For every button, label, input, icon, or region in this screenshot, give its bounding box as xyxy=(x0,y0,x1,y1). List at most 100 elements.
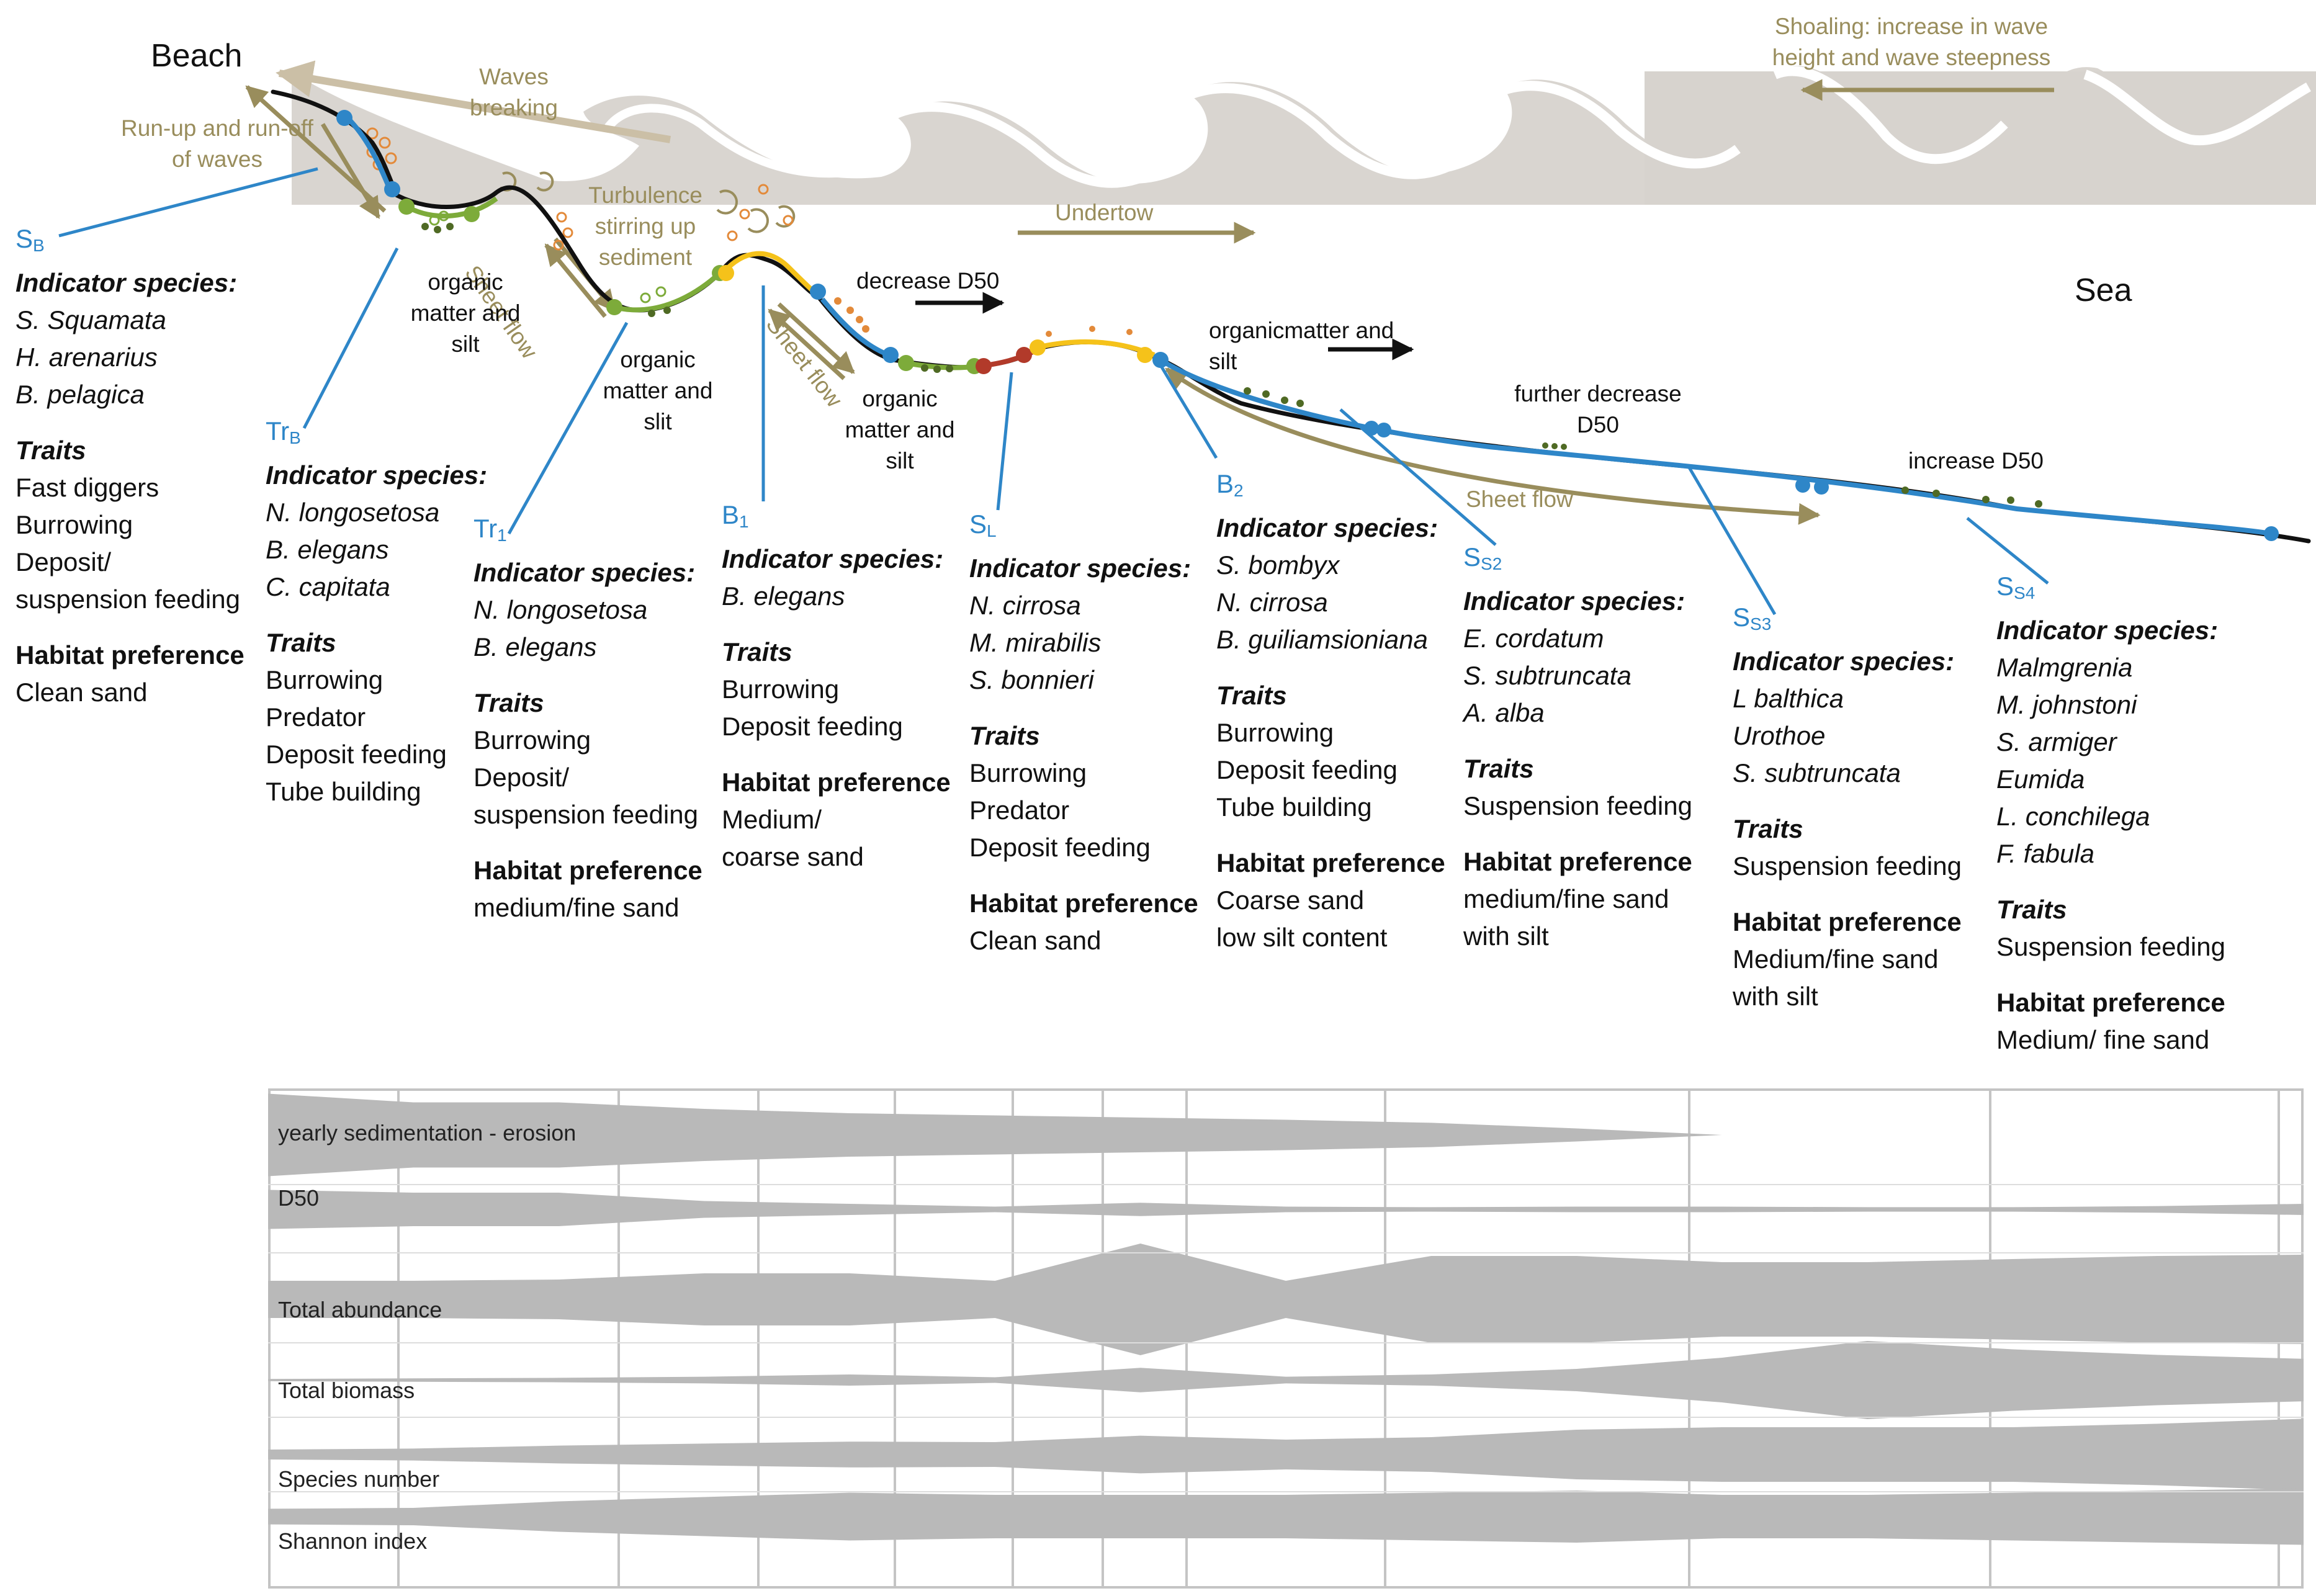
row-label-biomass: Total biomass xyxy=(278,1378,415,1403)
breaker-curl xyxy=(604,104,864,178)
runup-arrow xyxy=(276,60,671,143)
species-item: N. cirrosa xyxy=(1216,588,1328,617)
species-item: E. cordatum xyxy=(1463,624,1604,653)
species-item: L. conchilega xyxy=(1996,802,2150,831)
shoaling-label: Shoaling: increase in wave height and wa… xyxy=(1772,14,2051,70)
segment-yellow-1 xyxy=(720,251,821,299)
indicator-title: Indicator species: xyxy=(16,268,238,297)
segment-blue-3 xyxy=(1159,357,2272,536)
habitat-item: medium/fine sand xyxy=(474,893,680,922)
increase-d50-label: increase D50 xyxy=(1908,448,2044,473)
species-item: B. elegans xyxy=(722,581,845,611)
trait-item: Deposit feeding xyxy=(266,740,447,769)
trait-item: Deposit feeding xyxy=(722,712,903,741)
sea-label: Sea xyxy=(2075,272,2132,308)
zone-trb: TrB Indicator species: N. longosetosa B.… xyxy=(266,413,487,810)
row-label-species-number: Species number xyxy=(278,1466,440,1492)
wave-crests xyxy=(885,66,2311,188)
green-particles xyxy=(429,210,667,303)
species-item: A. alba xyxy=(1463,698,1545,727)
species-item: B. pelagica xyxy=(16,380,145,409)
species-item: H. arenarius xyxy=(16,343,158,372)
traits-title: Traits xyxy=(969,721,1040,750)
trait-item: Burrowing xyxy=(969,758,1087,787)
traits-title: Traits xyxy=(1216,681,1287,710)
zone-code: SS4 xyxy=(1996,572,2035,603)
zone-ss3: SS3 Indicator species: L balthica Urotho… xyxy=(1733,599,1962,1015)
zone-b1: B1 Indicator species: B. elegans Traits … xyxy=(722,496,951,876)
trait-item: Suspension feeding xyxy=(1996,932,2225,961)
beach-label: Beach xyxy=(151,38,243,74)
trait-item: Tube building xyxy=(1216,792,1372,822)
trait-item: Suspension feeding xyxy=(1463,791,1692,820)
trait-item: Burrowing xyxy=(1216,718,1334,747)
trait-item: Deposit feeding xyxy=(969,833,1151,862)
species-item: M. mirabilis xyxy=(969,628,1102,657)
species-item: N. cirrosa xyxy=(969,591,1081,620)
zone-code: B2 xyxy=(1216,469,1244,500)
zone-code: SS2 xyxy=(1463,542,1502,573)
organic-silt-label-3: organic matter and silt xyxy=(845,386,955,473)
species-item: S. Squamata xyxy=(16,305,166,334)
trait-item: Burrowing xyxy=(266,665,384,694)
habitat-title: Habitat preference xyxy=(1996,988,2225,1017)
habitat-item: with silt xyxy=(1733,982,1818,1011)
zone-sl: SL Indicator species: N. cirrosa M. mira… xyxy=(969,506,1198,959)
habitat-title: Habitat preference xyxy=(16,640,245,670)
habitat-item: low silt content xyxy=(1216,923,1388,952)
orange-dots xyxy=(834,297,1133,337)
segment-green-2 xyxy=(614,271,722,313)
turbulence-label: Turbulence stirring up sediment xyxy=(588,182,702,270)
row-label-abundance: Total abundance xyxy=(278,1297,442,1322)
zone-code: SB xyxy=(16,224,45,255)
zone-sb: SB Indicator species: S. Squamata H. are… xyxy=(16,220,245,711)
indicator-title: Indicator species: xyxy=(1216,513,1439,542)
segment-blue-1 xyxy=(346,116,393,194)
undertow-label: Undertow xyxy=(1055,200,1154,225)
species-item: Malmgrenia xyxy=(1996,653,2133,682)
species-item: Eumida xyxy=(1996,764,2085,794)
trait-item: Predator xyxy=(266,702,366,732)
habitat-item: Medium/ xyxy=(722,805,822,834)
leader-lines xyxy=(58,167,2049,616)
zone-code: Tr1 xyxy=(474,514,507,545)
trait-item: Deposit/ xyxy=(474,763,570,792)
organic-silt-label-1: organic matter and silt xyxy=(410,269,521,357)
traits-title: Traits xyxy=(722,637,792,666)
zone-ss2: SS2 Indicator species: E. cordatum S. su… xyxy=(1463,539,1692,955)
zone-code: SS3 xyxy=(1733,603,1772,634)
traits-title: Traits xyxy=(1463,754,1534,783)
row-label-sedimentation: yearly sedimentation - erosion xyxy=(278,1120,577,1145)
habitat-title: Habitat preference xyxy=(1216,848,1445,877)
row-label-d50: D50 xyxy=(278,1185,320,1211)
indicator-title: Indicator species: xyxy=(722,544,944,573)
turbulence-swirls xyxy=(499,171,796,233)
traits-title: Traits xyxy=(16,436,86,465)
zone-code: B1 xyxy=(722,500,749,531)
species-item: S. subtruncata xyxy=(1463,661,1632,690)
habitat-item: Clean sand xyxy=(969,926,1102,955)
zone-code: TrB xyxy=(266,416,301,447)
species-item: S. subtruncata xyxy=(1733,758,1901,787)
trait-item: Suspension feeding xyxy=(1733,851,1962,881)
trait-item: suspension feeding xyxy=(474,800,698,829)
traits-title: Traits xyxy=(474,688,544,717)
sheet-flow-arrow-1b xyxy=(544,243,607,318)
further-decrease-label: further decrease D50 xyxy=(1514,381,1682,437)
segment-green-1 xyxy=(402,196,498,219)
sheet-flow-arrow-3 xyxy=(1165,367,1821,525)
indicator-title: Indicator species: xyxy=(969,554,1192,583)
species-item: S. bonnieri xyxy=(969,665,1094,694)
zone-tr1: Tr1 Indicator species: N. longosetosa B.… xyxy=(474,510,702,926)
species-item: L balthica xyxy=(1733,684,1844,713)
species-item: F. fabula xyxy=(1996,839,2095,868)
organic-silt-label-4: organicmatter and silt xyxy=(1209,318,1394,374)
species-item: Urothoe xyxy=(1733,721,1826,750)
habitat-item: coarse sand xyxy=(722,842,864,871)
panel-band xyxy=(268,1244,2304,1355)
traits-title: Traits xyxy=(1733,814,1803,843)
species-item: M. johnstoni xyxy=(1996,690,2137,719)
indicator-title: Indicator species: xyxy=(266,460,488,490)
panel-band xyxy=(268,1341,2304,1419)
species-item: N. longosetosa xyxy=(474,595,648,624)
